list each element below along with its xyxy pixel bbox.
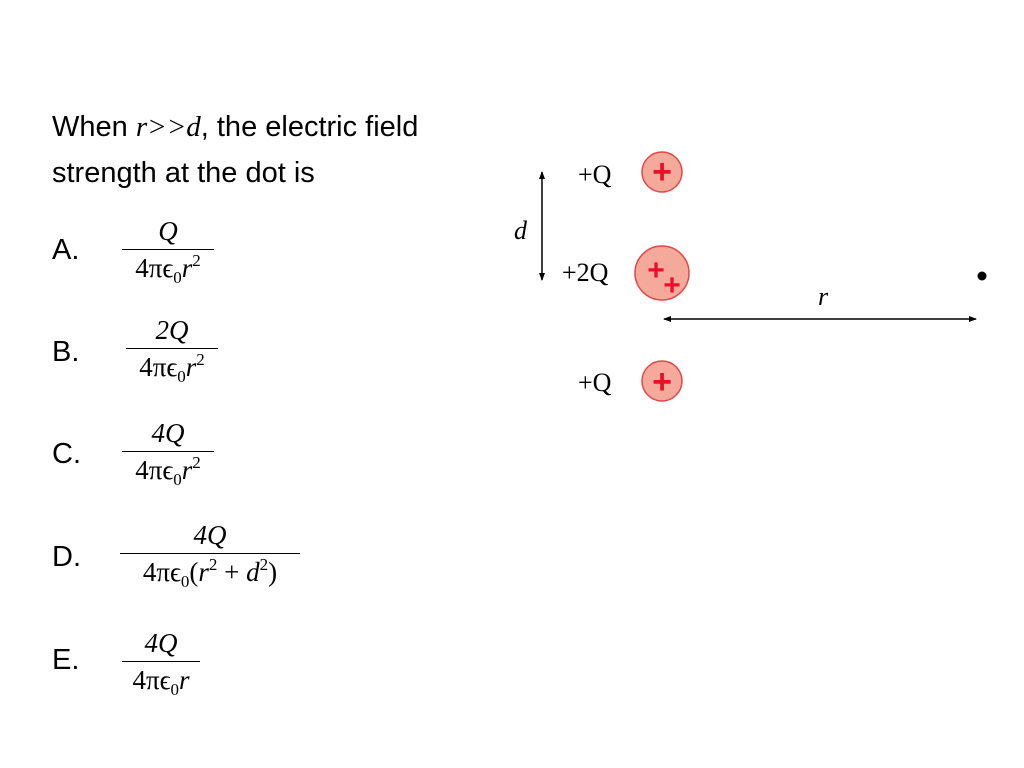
option-c-letter[interactable]: C. [52, 438, 81, 470]
charge-label-top: +Q [578, 160, 612, 189]
option-b-letter[interactable]: B. [52, 336, 80, 368]
option-b-numerator: 2Q [155, 315, 189, 345]
charge-label-middle: +2Q [562, 258, 609, 287]
plus-sign-icon: + [647, 254, 665, 287]
option-d-fraction[interactable]: 4Q 4πϵ0(r2 + d2) [120, 520, 300, 591]
option-a-denominator: 4πϵ0r2 [135, 251, 201, 287]
option-c-denominator: 4πϵ0r2 [135, 453, 201, 489]
fraction-bar [122, 451, 214, 452]
distance-label: r [818, 282, 829, 311]
question-prefix: When [52, 111, 128, 143]
separation-label: d [514, 216, 528, 245]
charge-bottom: + [641, 360, 683, 402]
option-e-numerator: 4Q [144, 628, 178, 658]
option-e-letter[interactable]: E. [52, 644, 80, 676]
plus-sign-icon: + [652, 363, 672, 401]
option-e-denominator: 4πϵ0r [132, 665, 190, 699]
fraction-bar [122, 249, 214, 250]
charge-label-top-text: +Q [578, 160, 612, 189]
condition-operator: >> [147, 111, 187, 143]
plus-sign-icon: + [663, 269, 681, 302]
condition-r: r [135, 111, 148, 143]
option-a-numerator: Q [158, 216, 178, 246]
question-suffix: , the electric field strength at the dot… [52, 111, 419, 189]
option-d-denominator: 4πϵ0(r2 + d2) [142, 555, 278, 591]
question-text: When r>>d, the electric field strength a… [52, 104, 512, 196]
charge-top: + [641, 151, 683, 193]
charge-label-bottom: +Q [578, 368, 612, 397]
fraction-bar [122, 661, 200, 662]
option-c-numerator: 4Q [151, 418, 185, 448]
option-e-fraction[interactable]: 4Q 4πϵ0r [122, 628, 200, 699]
field-point-dot [977, 271, 987, 281]
plus-sign-icon: + [652, 153, 672, 191]
option-c-fraction[interactable]: 4Q 4πϵ0r2 [122, 418, 214, 489]
option-a-letter[interactable]: A. [52, 234, 80, 266]
fraction-bar [126, 348, 218, 349]
option-a-fraction[interactable]: Q 4πϵ0r2 [122, 216, 214, 287]
option-b-denominator: 4πϵ0r2 [139, 350, 205, 386]
option-d-letter[interactable]: D. [52, 541, 81, 573]
fraction-bar [120, 553, 300, 554]
option-b-fraction[interactable]: 2Q 4πϵ0r2 [126, 315, 218, 386]
option-d-numerator: 4Q [193, 520, 227, 550]
charge-middle: + + [634, 245, 690, 302]
condition-d: d [186, 111, 201, 143]
